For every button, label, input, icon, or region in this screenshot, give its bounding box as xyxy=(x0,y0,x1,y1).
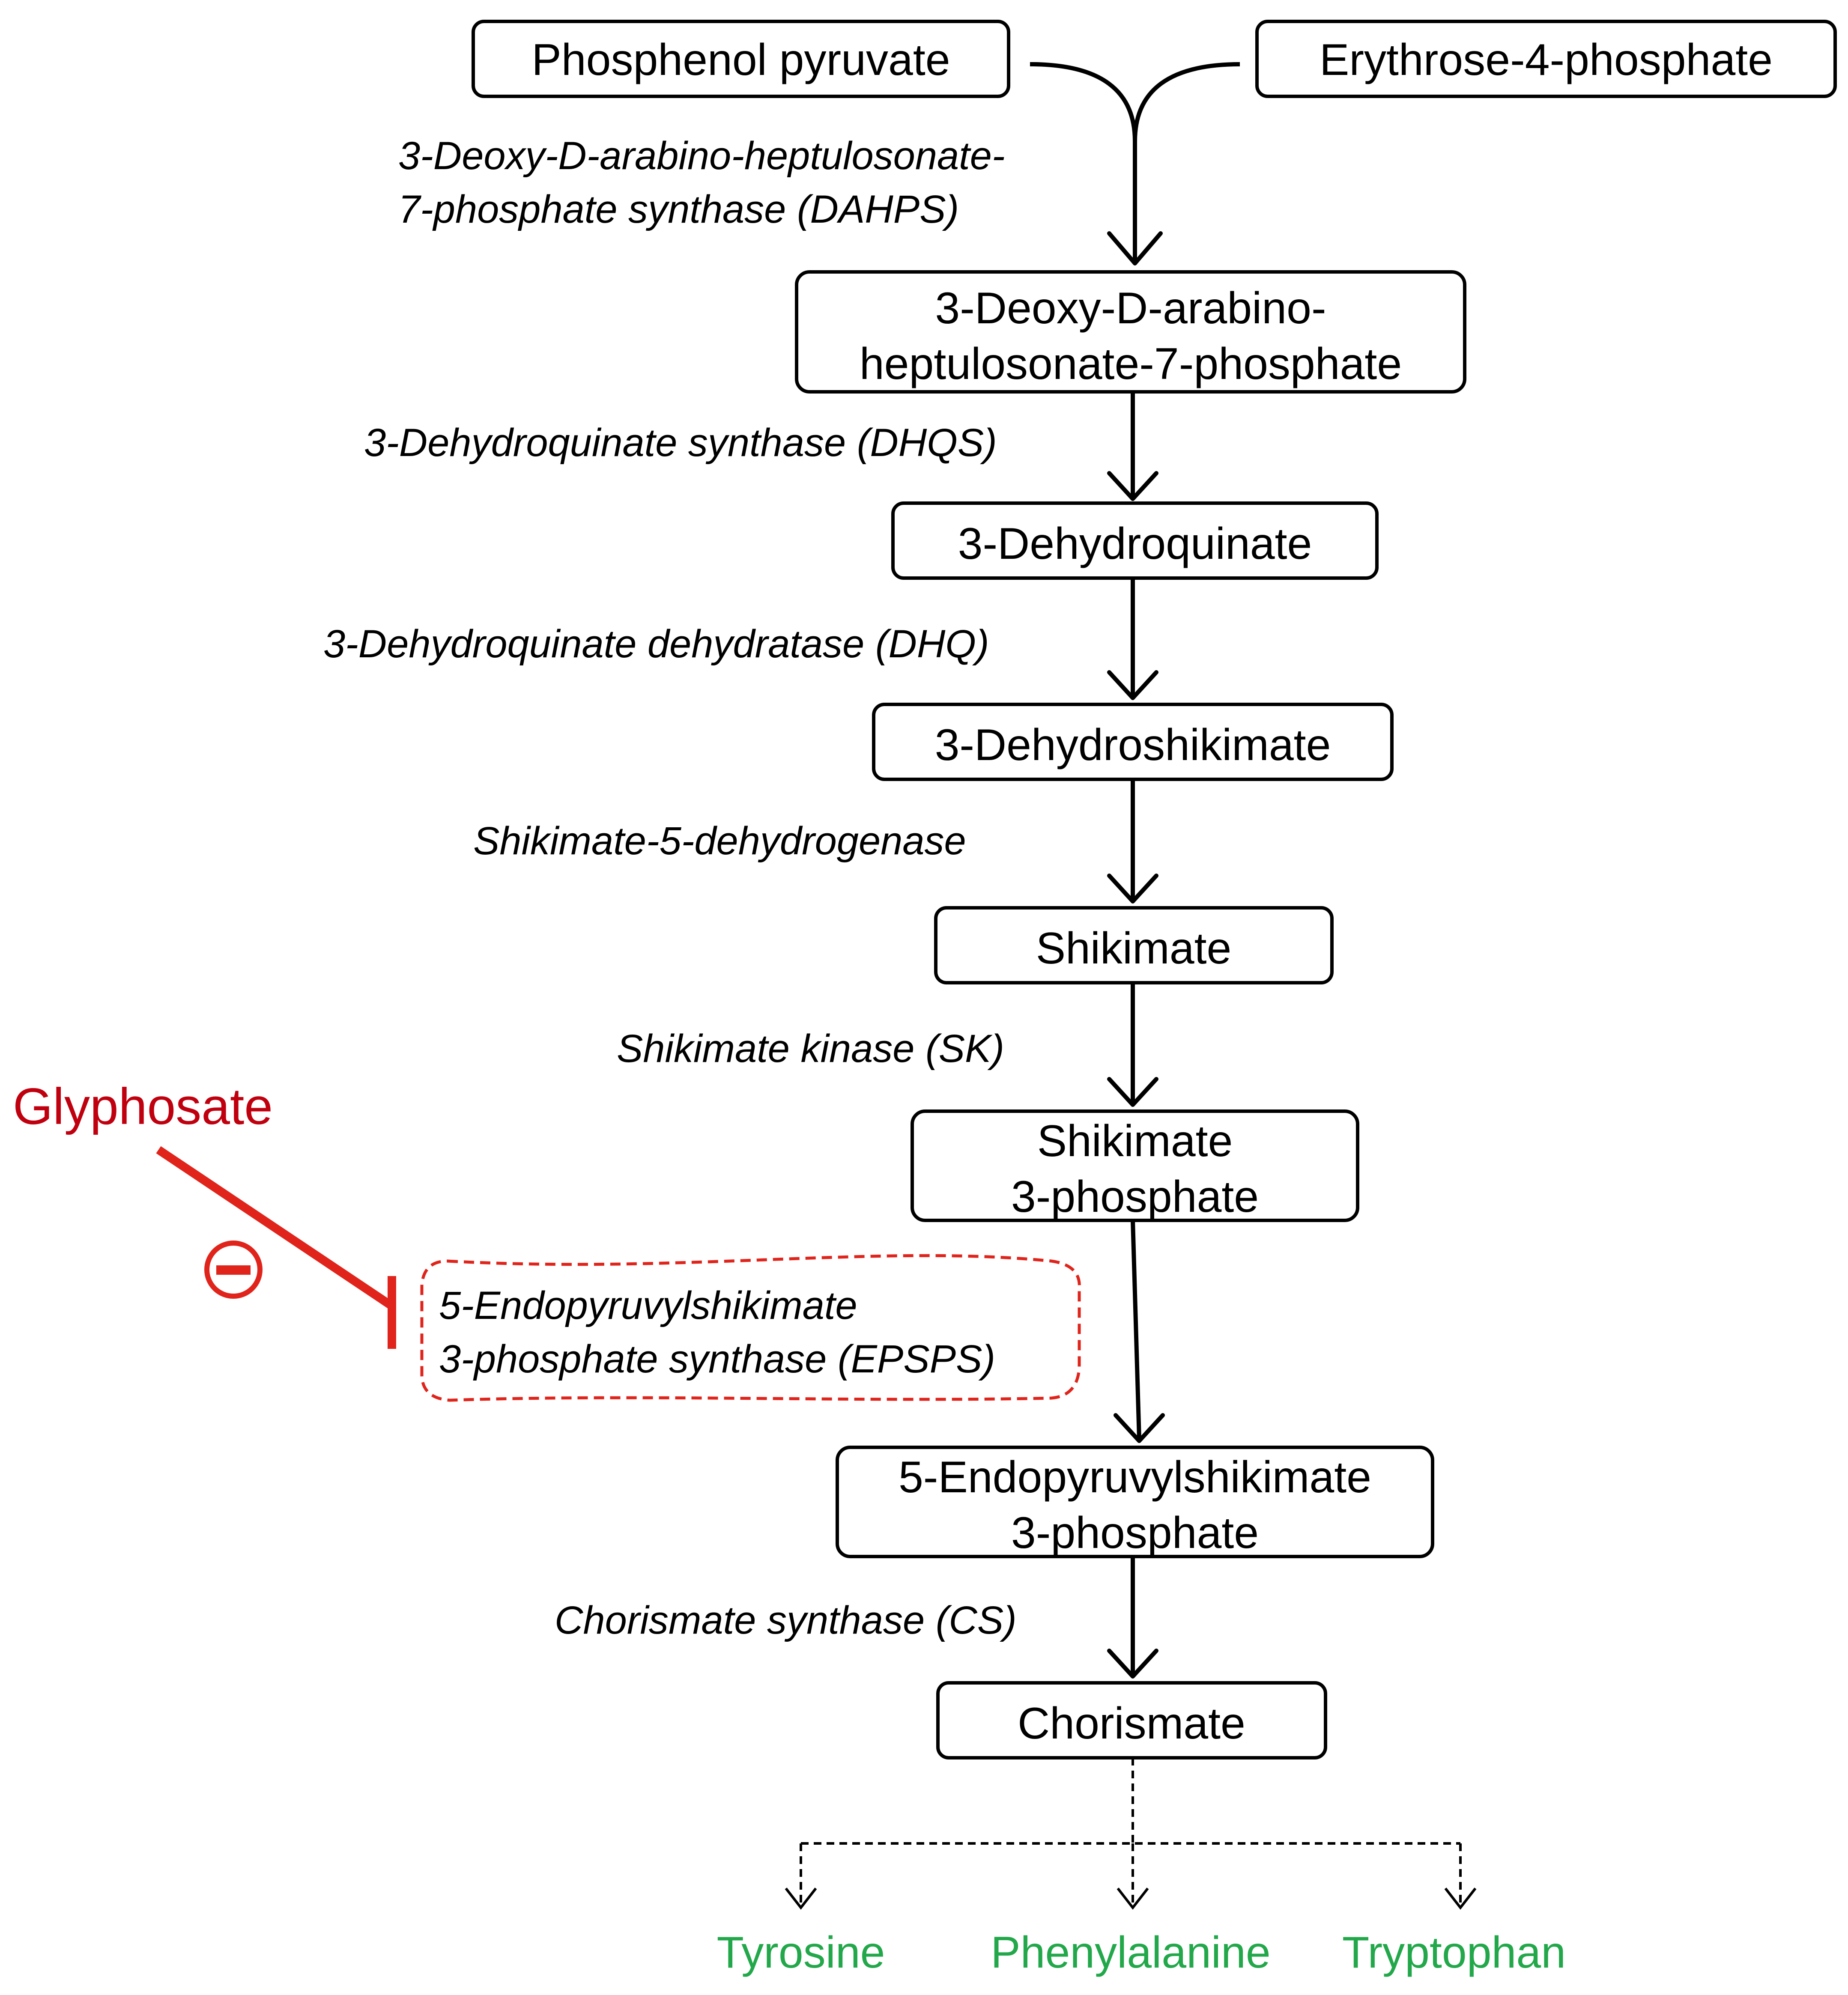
node-epsp-line1: 5-Endopyruvylshikimate xyxy=(899,1452,1371,1502)
node-epsp: 5-Endopyruvylshikimate 3-phosphate xyxy=(836,1446,1434,1558)
product-tryptophan: Tryptophan xyxy=(1342,1928,1566,1977)
enzyme-dahps-line1: 3-Deoxy-D-arabino-heptulosonate- xyxy=(398,134,1005,178)
node-3-dehydroshikimate-label: 3-Dehydroshikimate xyxy=(935,720,1331,770)
dashed-arrowhead-tryptophan xyxy=(1444,1888,1477,1910)
arrowhead-s3p xyxy=(1107,1077,1158,1107)
node-3-dehydroquinate-label: 3-Dehydroquinate xyxy=(958,519,1312,569)
enzyme-dahps-line2: 7-phosphate synthase (DAHPS) xyxy=(398,188,959,231)
arrowhead-dhs xyxy=(1107,670,1158,700)
arrowhead-dahp xyxy=(1107,231,1163,265)
enzyme-epsps-line1: 5-Endopyruvylshikimate xyxy=(439,1284,857,1327)
node-3-dehydroquinate: 3-Dehydroquinate xyxy=(891,501,1379,580)
node-s3p-line2: 3-phosphate xyxy=(1011,1172,1259,1222)
inhibition-line xyxy=(156,1146,394,1310)
arrowhead-chorismate xyxy=(1107,1649,1158,1679)
epsps-dashed-outline xyxy=(420,1254,1081,1402)
node-chorismate: Chorismate xyxy=(936,1681,1327,1759)
arrowhead-shikimate xyxy=(1107,874,1158,904)
node-3-dehydroshikimate: 3-Dehydroshikimate xyxy=(872,703,1394,781)
enzyme-shikimate-5-dehydrogenase: Shikimate-5-dehydrogenase xyxy=(473,819,966,863)
node-phosphenol-pyruvate-label: Phosphenol pyruvate xyxy=(531,35,950,85)
inhibition-minus-icon xyxy=(204,1241,263,1299)
node-dahp-line1: 3-Deoxy-D-arabino- xyxy=(935,283,1326,333)
node-phosphenol-pyruvate: Phosphenol pyruvate xyxy=(472,20,1010,98)
enzyme-epsps-box: 5-Endopyruvylshikimate 3-phosphate synth… xyxy=(420,1254,1081,1402)
dashed-arrowhead-phenylalanine xyxy=(1117,1888,1149,1910)
enzyme-dhq: 3-Dehydroquinate dehydratase (DHQ) xyxy=(323,622,989,666)
node-shikimate-3-phosphate: Shikimate 3-phosphate xyxy=(911,1109,1359,1222)
node-shikimate-label: Shikimate xyxy=(1036,924,1232,973)
merge-connector xyxy=(1030,62,1240,261)
node-s3p-line1: Shikimate xyxy=(1037,1116,1233,1166)
enzyme-shikimate-kinase: Shikimate kinase (SK) xyxy=(617,1027,1004,1071)
node-erythrose-4-phosphate: Erythrose-4-phosphate xyxy=(1255,20,1837,98)
node-dahp: 3-Deoxy-D-arabino- heptulosonate-7-phosp… xyxy=(795,270,1466,394)
arrow-s3p-epsp xyxy=(1131,1220,1141,1439)
arrowhead-epsp xyxy=(1114,1413,1165,1443)
node-epsp-line2: 3-phosphate xyxy=(1011,1508,1259,1558)
product-phenylalanine: Phenylalanine xyxy=(991,1928,1270,1977)
glyphosate-label: Glyphosate xyxy=(13,1078,273,1135)
enzyme-epsps-line2: 3-phosphate synthase (EPSPS) xyxy=(439,1337,995,1381)
arrowhead-dhq xyxy=(1107,471,1158,501)
node-shikimate: Shikimate xyxy=(934,906,1334,984)
node-chorismate-label: Chorismate xyxy=(1018,1699,1245,1748)
dashed-arrowhead-tyrosine xyxy=(785,1888,817,1910)
enzyme-dhqs: 3-Dehydroquinate synthase (DHQS) xyxy=(364,421,997,465)
product-tyrosine: Tyrosine xyxy=(717,1928,885,1977)
node-dahp-line2: heptulosonate-7-phosphate xyxy=(860,339,1402,389)
enzyme-chorismate-synthase: Chorismate synthase (CS) xyxy=(555,1598,1017,1642)
node-erythrose-4-phosphate-label: Erythrose-4-phosphate xyxy=(1320,35,1773,85)
